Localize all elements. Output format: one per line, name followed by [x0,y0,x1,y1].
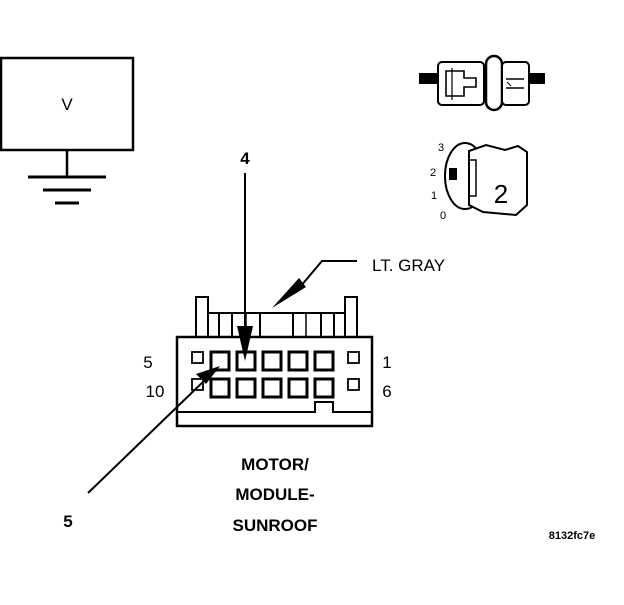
voltmeter-box [0,56,135,152]
probe-b: 5 [63,366,220,531]
connector-key-square [191,351,204,364]
connector-key-square [347,378,360,391]
key-position-3: 3 [438,142,444,154]
wire-color-callout: LT. GRAY [272,256,445,308]
key-current-position: 2 [494,179,508,209]
sunroof-connector: 5 1 10 6 [143,296,392,428]
probe-a-label: 4 [240,149,250,168]
voltmeter-symbol: V [61,95,73,114]
voltmeter: V [0,56,135,205]
probe-a-arrowhead [237,326,253,361]
key-position-marker [449,168,457,180]
probe-b-arrowhead [196,366,220,384]
pin-cavity [235,377,257,399]
pin-cavity [261,377,283,399]
pin-row-top [209,350,335,372]
connector-name-line-2: MODULE- [235,485,314,504]
pin-cavity [313,377,335,399]
pin-cavity [209,377,231,399]
pin-cavity [261,350,283,372]
pin-cavity [287,377,309,399]
connector-key-square [347,351,360,364]
connector-name-line-1: MOTOR/ [241,455,309,474]
pin-label-top-left: 5 [143,353,152,372]
pin-label-bottom-right: 6 [382,382,391,401]
pin-cavity [313,350,335,372]
key-position-2: 2 [430,167,436,179]
connector-key-square [191,378,204,391]
connector-name: MOTOR/ MODULE- SUNROOF [233,455,318,535]
pin-cavity [287,350,309,372]
probe-a: 4 [237,149,253,361]
pin-row-bottom [209,377,335,399]
pin-label-top-right: 1 [382,353,391,372]
ground-icon [28,175,106,205]
figure-id: 8132fc7e [549,530,596,542]
pin-label-bottom-left: 10 [146,382,165,401]
connector-name-line-3: SUNROOF [233,516,318,535]
pin-cavity [209,350,231,372]
callout-arrowhead [272,278,306,308]
wire-color-label: LT. GRAY [372,256,445,275]
in-line-connector-icon [419,54,545,112]
ignition-key-icon: 3 2 1 0 2 [430,142,528,222]
key-position-0: 0 [440,210,446,222]
probe-b-label: 5 [63,512,72,531]
key-position-1: 1 [431,190,437,202]
